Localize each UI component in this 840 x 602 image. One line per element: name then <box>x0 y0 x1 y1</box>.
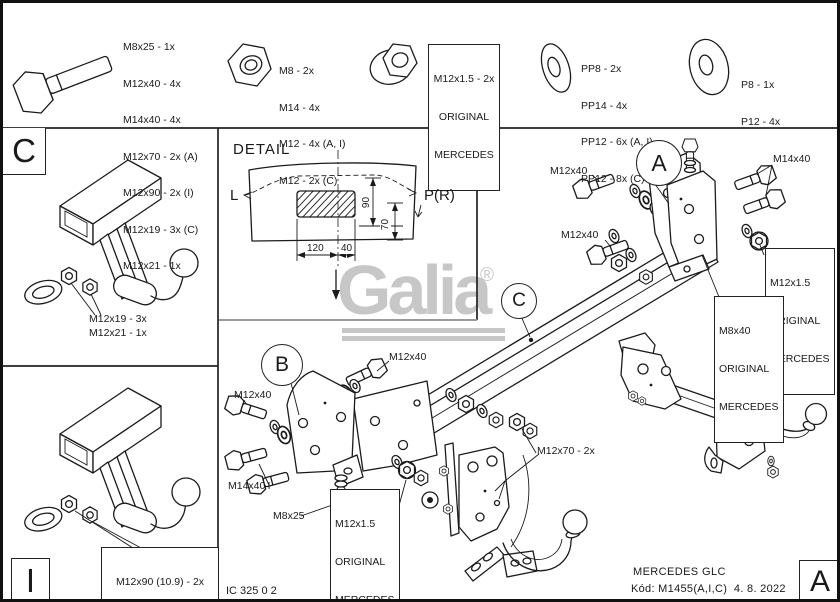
bolt-list-line: M12x19 - 3x (C) <box>123 223 199 236</box>
callout-c-panel-line2: M12x21 - 1x <box>89 327 147 339</box>
callout-i-panel-box: M12x90 (10.9) - 2x 110 Nm <box>101 547 219 599</box>
bolt-list-line: M8x25 - 1x <box>123 41 175 54</box>
hex-nut-icon <box>227 43 272 87</box>
vehicle-model: MERCEDES GLC <box>633 566 726 578</box>
washer-list-line: PP12 - 8x (C) <box>581 172 645 185</box>
diagram-artwork <box>3 38 837 599</box>
callout-a-lower-left-bolt: M12x40 <box>561 229 599 241</box>
catalog-code-date: Kód: M1455(A,I,C) 4. 8. 2022 <box>631 583 786 595</box>
callout-b-bottom-bolt: M8x25 <box>273 510 305 522</box>
callout-b-nut-box: M12x1.5 ORIGINAL MERCEDES <box>330 489 400 599</box>
dim-90: 90 <box>361 195 373 210</box>
section-letter-i: I <box>11 558 50 599</box>
logo-underline <box>342 328 505 333</box>
flange-nut-label-box: M12x1.5 - 2x ORIGINAL MERCEDES <box>428 44 500 191</box>
registered-trademark-icon: ® <box>480 265 494 286</box>
callout-b-left-bolt: M12x40 <box>234 389 272 401</box>
nut-list-line: M12 - 4x (A, I) <box>279 138 346 151</box>
callout-circle-c: C <box>501 283 537 319</box>
section-letter-a: A <box>799 560 837 599</box>
hex-bolt-icon <box>12 55 113 114</box>
nut-list-line: M12 - 2x (C) <box>279 174 338 187</box>
galia-logo: Galia <box>337 251 492 329</box>
logo-underline <box>342 336 505 341</box>
detail-drawing <box>242 150 423 300</box>
spring-washer-icon <box>540 43 572 93</box>
nut-list-line: M8 - 2x <box>279 65 315 78</box>
detail-left-label: L <box>230 187 239 204</box>
callout-circle-a: A <box>636 140 682 186</box>
bolt-list-line: M12x70 - 2x (A) <box>123 150 198 163</box>
nut-list: M8 - 2x M14 - 4x M12 - 4x (A, I) M12 - 2… <box>279 41 346 211</box>
panel-i-drawing <box>24 387 201 549</box>
detail-right-label: P(R) <box>424 187 455 204</box>
plate-washer-icon <box>688 38 730 96</box>
callout-c-panel-line1: M12x19 - 3x <box>89 313 147 325</box>
callout-a-right-bolt: M14x40 <box>773 153 811 165</box>
dim-120: 120 <box>306 243 325 254</box>
callout-b-top-bolt: M12x40 <box>389 351 427 363</box>
washer-list-line: PP14 - 4x <box>581 99 628 112</box>
callout-b-lower-left-bolt: M14x40 <box>228 480 266 492</box>
bracket-a-assembly <box>570 138 788 298</box>
bracket-b-assembly <box>222 354 504 523</box>
callout-a-top-left-bolt: M12x40 <box>550 165 588 177</box>
callout-circle-b: B <box>261 344 303 386</box>
flange-nut-icon <box>369 43 418 85</box>
callout-c-beam-bolt: M12x70 - 2x <box>537 445 595 457</box>
bolt-list-line: M14x40 - 4x <box>123 114 181 127</box>
drawing-code: IC 325 0 2 <box>226 585 277 597</box>
nut-list-line: M14 - 4x <box>279 101 320 114</box>
circle-c-leader <box>520 315 534 343</box>
panel-c-drawing <box>24 159 199 316</box>
washer-list-line: PP8 - 2x <box>581 63 622 76</box>
callout-a-m8-box: M8x40 ORIGINAL MERCEDES <box>714 296 784 443</box>
bolt-list-line: M12x40 - 4x <box>123 77 181 90</box>
section-letter-c: C <box>3 128 46 175</box>
plate-washer-list: P8 - 1x P12 - 4x <box>741 79 781 128</box>
bolt-list: M8x25 - 1x M12x40 - 4x M14x40 - 4x M12x7… <box>123 17 198 297</box>
dim-70: 70 <box>380 217 392 232</box>
washer-list: PP8 - 2x PP14 - 4x PP12 - 6x (A, I) PP12… <box>581 39 653 209</box>
ball-bracket-assembly <box>421 442 588 582</box>
bolt-list-line: M12x90 - 2x (I) <box>123 187 194 200</box>
beam-bolts-m12x70 <box>508 412 538 454</box>
detail-title: DETAIL <box>233 141 291 158</box>
dim-40: 40 <box>340 243 354 254</box>
bolt-list-line: M12x21 - 1x <box>123 260 181 273</box>
